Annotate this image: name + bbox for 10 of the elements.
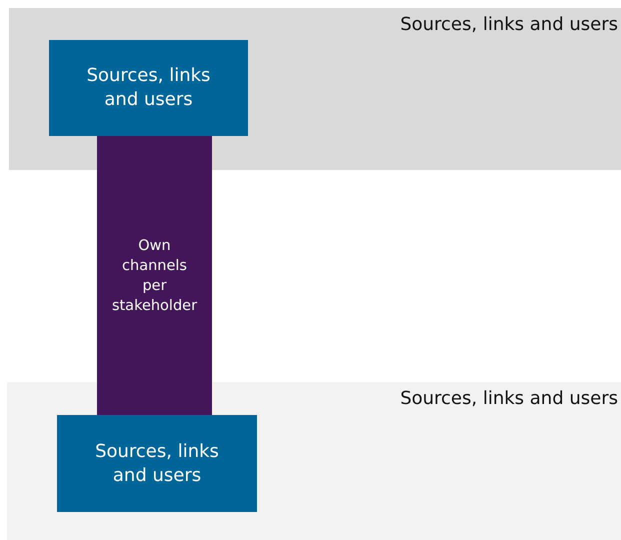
node-label: Sources, links and users: [94, 440, 220, 488]
process-box: [49, 40, 248, 136]
band-heading: Sources, links and users: [400, 388, 618, 409]
band-panel: [9, 8, 621, 170]
node-label: Own channels per stakeholder: [110, 236, 198, 316]
process-box: [57, 415, 257, 512]
band-heading: Sources, links and users: [400, 14, 618, 35]
channel-bar: [97, 136, 212, 415]
band-panel: [7, 382, 621, 540]
node-label: Sources, links and users: [86, 64, 212, 112]
